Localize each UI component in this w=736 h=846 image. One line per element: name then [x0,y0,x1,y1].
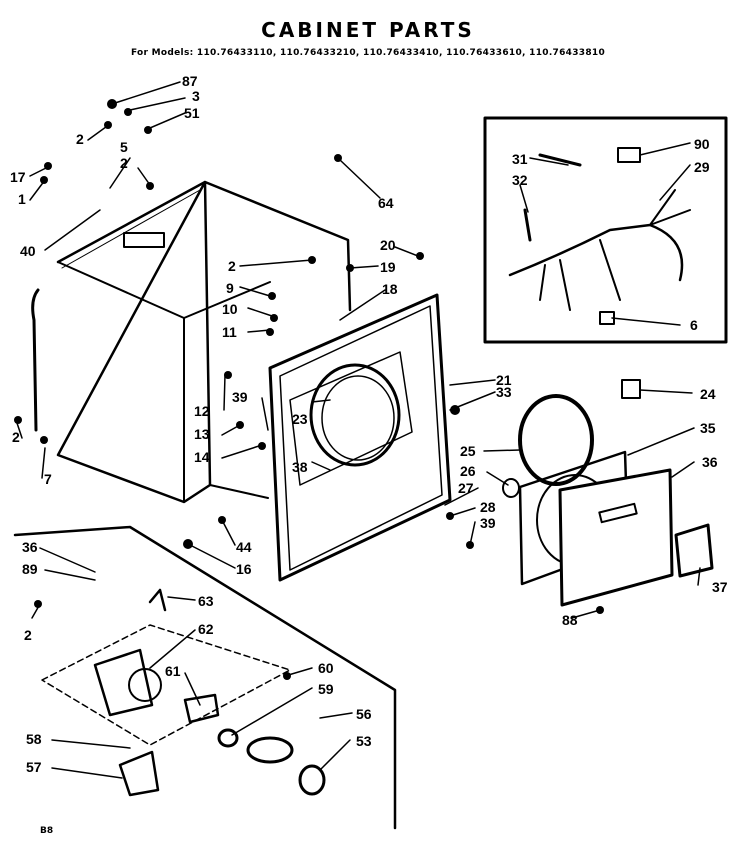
callout-44: 44 [236,539,252,555]
callout-39: 39 [232,389,248,405]
callout-13: 13 [194,426,210,442]
callout-64: 64 [378,195,394,211]
door-assembly [502,379,714,607]
callout-36: 36 [702,454,718,470]
callout-33: 33 [496,384,512,400]
callout-17: 17 [10,169,26,185]
cabinet [31,180,352,504]
callout-38: 38 [292,459,308,475]
page-title: CABINET PARTS [261,18,475,42]
callout-2: 2 [228,258,236,274]
callout-9: 9 [226,280,234,296]
callout-58: 58 [26,731,42,747]
front-panel [268,293,452,582]
callout-56: 56 [356,706,372,722]
callout-3: 3 [192,88,200,104]
callout-25: 25 [460,443,476,459]
callout-57: 57 [26,759,42,775]
callout-14: 14 [194,449,210,465]
callout-7: 7 [44,471,52,487]
door-handle-slot [598,502,638,524]
callout-39: 39 [480,515,496,531]
callout-11: 11 [222,324,237,340]
leader-lines [15,81,701,779]
callout-87: 87 [182,73,198,89]
wire-loop [246,736,294,764]
callout-59: 59 [318,681,334,697]
callout-63: 63 [198,593,214,609]
timer-motor [93,648,154,717]
callout-37: 37 [712,579,728,595]
callout-16: 16 [236,561,252,577]
callout-12: 12 [194,403,210,419]
callout-35: 35 [700,420,716,436]
callout-20: 20 [380,237,396,253]
callout-89: 89 [22,561,38,577]
callout-2: 2 [24,627,32,643]
door-opening [309,363,401,467]
footer-code: B8 [40,826,54,836]
cabinet-bracket [123,232,165,248]
callout-labels: 87 3 51 2 5 2 17 1 40 64 31 32 90 29 6 2… [10,73,728,775]
callout-36: 36 [22,539,38,555]
hardware [14,99,604,680]
callout-40: 40 [20,243,36,259]
door-handle [674,523,714,578]
callout-60: 60 [318,660,334,676]
callout-24: 24 [700,386,716,402]
door-strike [502,478,520,498]
callout-28: 28 [480,499,496,515]
callout-51: 51 [184,105,200,121]
callout-90: 90 [694,136,710,152]
callout-26: 26 [460,463,476,479]
callout-2: 2 [76,131,84,147]
callout-5: 5 [120,139,128,155]
callout-27: 27 [458,480,474,496]
timer-knob [128,668,162,702]
callout-32: 32 [512,172,528,188]
door-seal [518,394,594,486]
callout-31: 31 [512,151,528,167]
harness-clip [617,147,641,163]
door-catch [621,379,641,399]
callout-1: 1 [18,191,26,207]
callout-2: 2 [12,429,20,445]
callout-53: 53 [356,733,372,749]
callout-6: 6 [690,317,698,333]
callout-10: 10 [222,301,238,317]
callout-29: 29 [694,159,710,175]
callout-61: 61 [165,663,181,679]
callout-18: 18 [382,281,398,297]
callout-62: 62 [198,621,214,637]
control-section [13,525,397,830]
callout-19: 19 [380,259,396,275]
callout-88: 88 [562,612,578,628]
callout-21: 21 [496,372,512,388]
callout-2: 2 [120,155,128,171]
callout-23: 23 [292,411,308,427]
model-list: For Models: 110.76433110, 110.76433210, … [130,48,606,58]
